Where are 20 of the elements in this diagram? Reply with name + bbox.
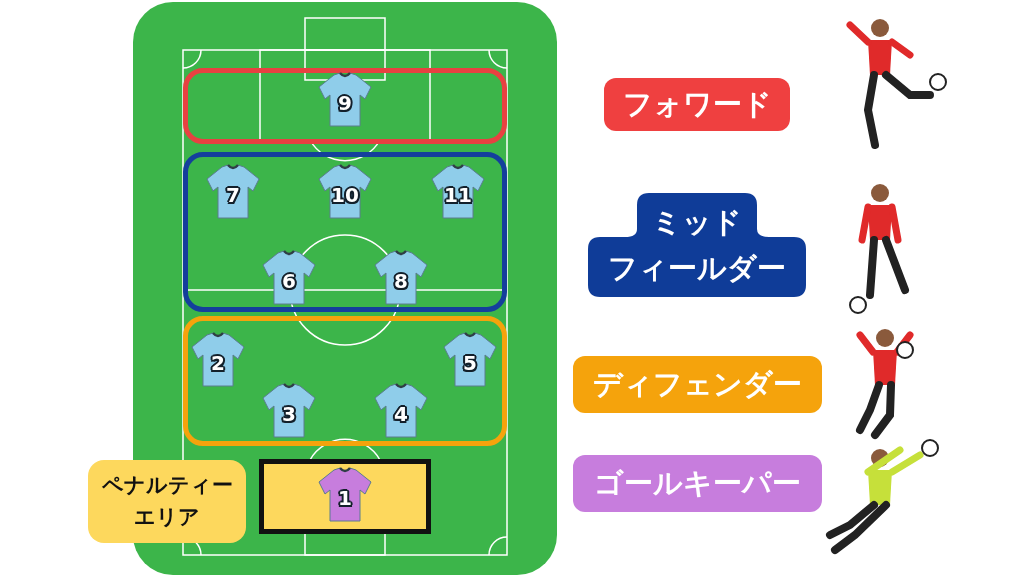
position-frame [183, 68, 507, 144]
position-label: ディフェンダー [573, 356, 822, 413]
position-label: ゴールキーパー [573, 455, 822, 512]
position-label: ミッドフィールダー [588, 193, 806, 297]
jersey: 5 [441, 330, 499, 388]
jersey: 3 [260, 381, 318, 439]
jersey: 6 [260, 248, 318, 306]
jersey: 9 [316, 70, 374, 128]
position-label: フォワード [604, 78, 790, 131]
position-frame [183, 316, 507, 446]
jersey: 8 [372, 248, 430, 306]
jersey: 2 [189, 330, 247, 388]
position-frame [183, 152, 507, 312]
penalty-area-label: ペナルティーエリア [88, 460, 246, 543]
jersey: 11 [429, 162, 487, 220]
jersey: 1 [316, 465, 374, 523]
jersey: 10 [316, 162, 374, 220]
jersey: 7 [204, 162, 262, 220]
jersey: 4 [372, 381, 430, 439]
penalty-area-box [259, 459, 431, 534]
